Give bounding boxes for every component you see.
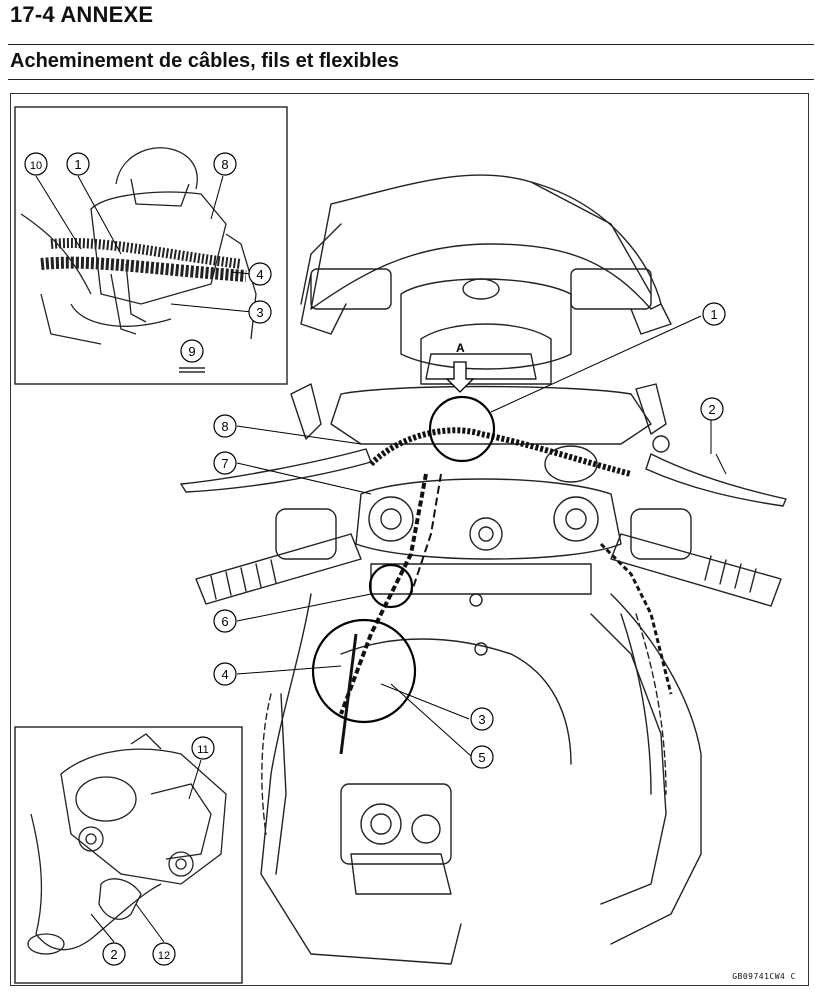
- svg-text:7: 7: [221, 456, 228, 471]
- motorcycle-front-drawing: A 1 2 8 7 6 4 3 5: [14, 106, 787, 984]
- callout-7: 7: [213, 451, 237, 475]
- svg-text:5: 5: [478, 750, 485, 765]
- inset-callout-2: 2: [102, 942, 126, 966]
- svg-text:2: 2: [708, 402, 715, 417]
- callout-8: 8: [213, 414, 237, 438]
- section-title: 17-4 ANNEXE: [10, 2, 154, 27]
- inset-callout-9: 9: [179, 339, 205, 373]
- view-a-arrow: [445, 361, 475, 393]
- inset-callout-12: 12: [152, 942, 176, 966]
- svg-text:1: 1: [74, 157, 81, 172]
- inset-callout-3: 3: [248, 300, 272, 324]
- inset-top: 10 1 8 4 3 9: [14, 106, 288, 385]
- callout-6: 6: [213, 609, 237, 633]
- callout-3: 3: [470, 707, 494, 731]
- svg-text:1: 1: [710, 307, 717, 322]
- svg-text:10: 10: [30, 160, 42, 172]
- svg-text:12: 12: [158, 950, 170, 962]
- callout-1: 1: [702, 302, 726, 326]
- inset-callout-11: 11: [191, 736, 215, 760]
- main-callouts: 1 2 8 7 6 4 3 5: [213, 302, 726, 769]
- svg-text:8: 8: [221, 419, 228, 434]
- svg-text:2: 2: [110, 947, 117, 962]
- detail-circle-a: [428, 395, 496, 463]
- svg-text:11: 11: [197, 744, 208, 756]
- inset-callout-8: 8: [213, 152, 237, 176]
- svg-text:3: 3: [256, 305, 263, 320]
- detail-circle-b: [368, 563, 414, 609]
- detail-circle-c: [311, 618, 417, 724]
- subtitle-rule: [8, 79, 814, 80]
- view-a-label: A: [456, 341, 465, 355]
- title-rule: [8, 44, 814, 45]
- inset-callout-1: 1: [66, 152, 90, 176]
- section-subtitle: Acheminement de câbles, fils et flexible…: [10, 50, 400, 72]
- svg-text:4: 4: [256, 267, 263, 282]
- inset-callout-10: 10: [24, 152, 48, 176]
- svg-text:3: 3: [478, 712, 485, 727]
- svg-text:9: 9: [188, 344, 195, 359]
- figure-code: GB09741CW4 C: [732, 972, 796, 981]
- callout-2: 2: [700, 397, 724, 421]
- cable-routing-figure: A 1 2 8 7 6 4 3 5: [10, 93, 809, 986]
- svg-text:4: 4: [221, 667, 228, 682]
- svg-text:6: 6: [221, 614, 228, 629]
- inset-bottom: 11 2 12: [14, 726, 243, 984]
- inset-callout-4: 4: [248, 262, 272, 286]
- callout-5: 5: [470, 745, 494, 769]
- svg-text:8: 8: [221, 157, 228, 172]
- callout-4: 4: [213, 662, 237, 686]
